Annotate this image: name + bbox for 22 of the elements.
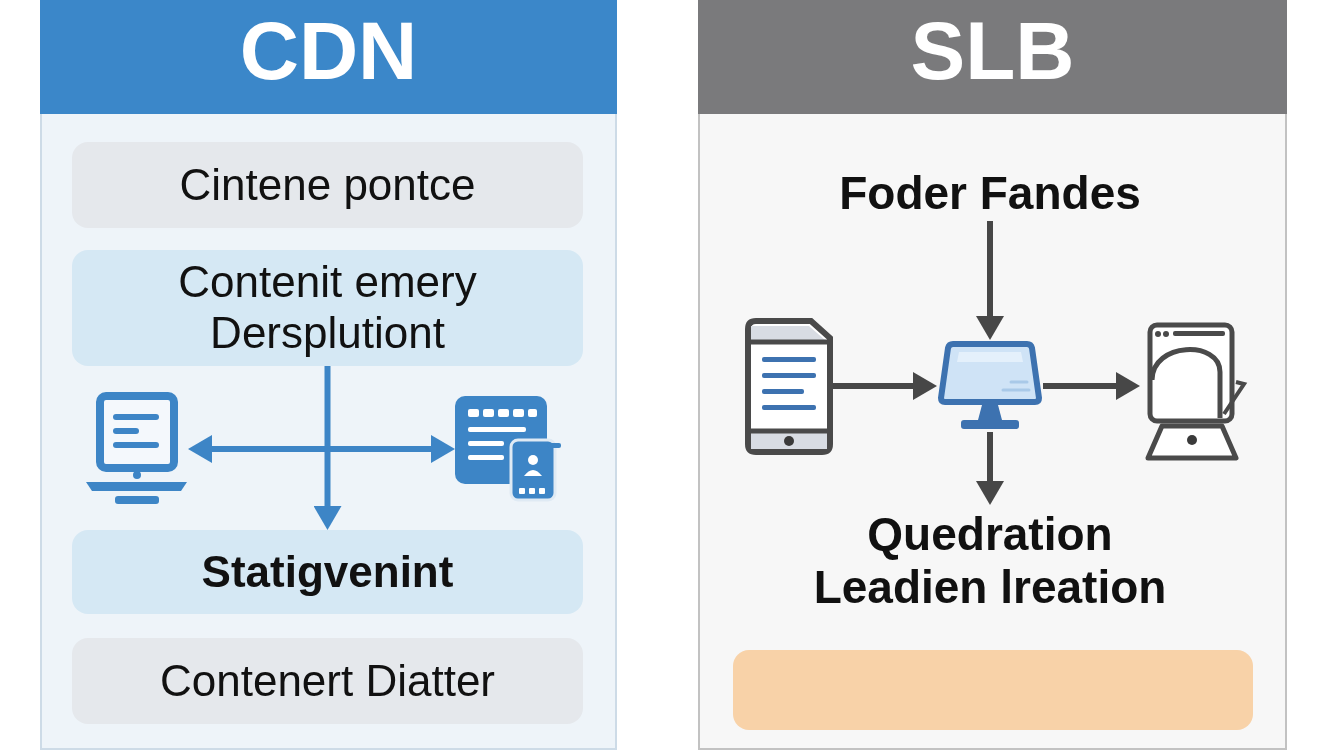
content-box (72, 250, 583, 366)
content-label: Contenert Diatter (159, 655, 496, 707)
smartphone-icon (745, 318, 833, 455)
heading-text: Foder Fandes (825, 165, 1155, 221)
double-arrow (188, 435, 455, 463)
arrow (1043, 372, 1140, 400)
arrow (833, 372, 937, 400)
info-box (733, 650, 1253, 730)
content-label: Statigvenint (201, 546, 454, 598)
content-label: Contenit emery Dersplutiont (177, 257, 478, 359)
arrow (313, 366, 342, 530)
monitor-icon (937, 340, 1043, 432)
heading-text: Quedration Leadien lreation (800, 505, 1180, 617)
arrow (976, 221, 1004, 340)
tablet-and-phone-icon (455, 396, 562, 502)
content-box (72, 530, 583, 614)
panel-header: CDN (40, 0, 617, 114)
desktop-monitor-icon (85, 392, 188, 504)
comparison-panel (698, 0, 1287, 750)
comparison-panel (40, 0, 617, 750)
panel-header: SLB (698, 0, 1287, 114)
content-label: Cintene pontce (179, 159, 476, 211)
